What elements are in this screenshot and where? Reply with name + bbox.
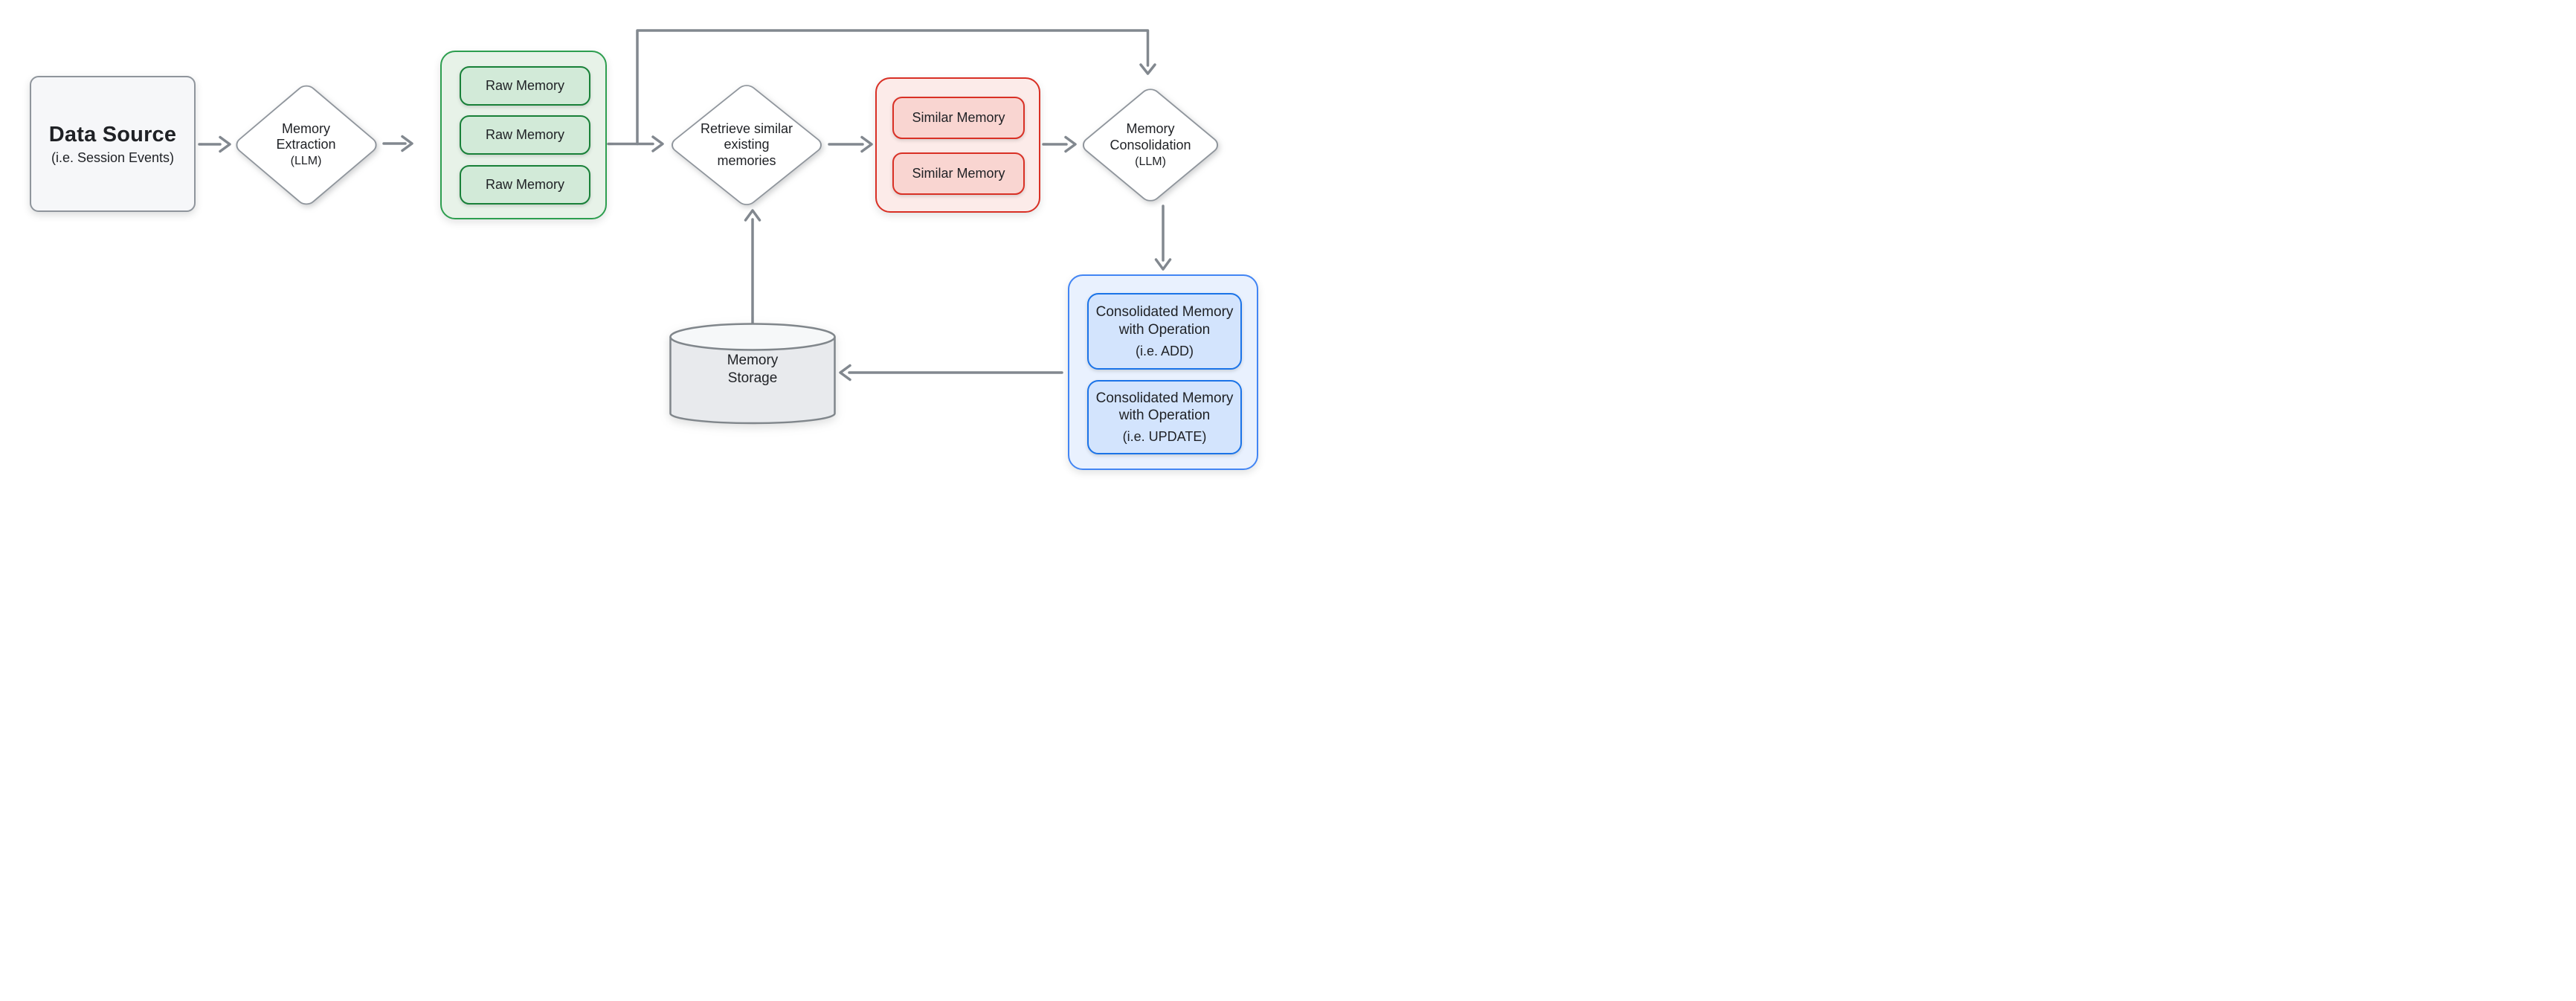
similar-memory-label: Similar Memory bbox=[912, 110, 1005, 125]
consolidated-memory-item: Consolidated Memory with Operation (i.e.… bbox=[1087, 293, 1242, 370]
raw-memory-item: Raw Memory bbox=[460, 115, 590, 155]
memory-consolidation-title: Memory Consolidation bbox=[1110, 121, 1191, 152]
raw-memory-item: Raw Memory bbox=[460, 66, 590, 106]
consolidated-memory-item: Consolidated Memory with Operation (i.e.… bbox=[1087, 380, 1242, 454]
consolidated-memory-title: Consolidated Memory with Operation bbox=[1095, 390, 1234, 423]
group-similar-memories: Similar Memory Similar Memory bbox=[875, 77, 1040, 213]
arrow-rawmemory-to-retrieve bbox=[607, 135, 664, 152]
arrow-storage-to-retrieve bbox=[744, 209, 761, 329]
data-source-subtitle: (i.e. Session Events) bbox=[51, 149, 175, 165]
memory-storage-label: Memory Storage bbox=[727, 353, 779, 386]
raw-memory-label: Raw Memory bbox=[485, 177, 564, 192]
memory-consolidation-subtitle: (LLM) bbox=[1135, 155, 1166, 168]
arrow-consolidated-to-storage bbox=[839, 364, 1063, 382]
memory-extraction-subtitle: (LLM) bbox=[290, 155, 322, 168]
node-memory-extraction: Memory Extraction (LLM) bbox=[231, 81, 381, 208]
data-source-title: Data Source bbox=[48, 122, 177, 147]
raw-memory-label: Raw Memory bbox=[485, 78, 564, 93]
memory-pipeline-diagram: Data Source (i.e. Session Events) Memory… bbox=[0, 0, 1288, 500]
arrow-datasource-to-extraction bbox=[198, 135, 231, 153]
memory-consolidation-label: Memory Consolidation (LLM) bbox=[1081, 87, 1220, 203]
retrieve-memories-label: Retrieve similar existing memories bbox=[669, 83, 824, 207]
arrow-extraction-to-rawmemory bbox=[382, 135, 413, 152]
node-memory-storage bbox=[669, 323, 836, 425]
retrieve-memories-title: Retrieve similar existing memories bbox=[700, 121, 793, 168]
arrow-retrieve-to-similarmemory bbox=[828, 135, 873, 153]
similar-memory-label: Similar Memory bbox=[912, 166, 1005, 181]
arrow-consolidation-to-consolidated bbox=[1154, 205, 1172, 271]
cylinder-top bbox=[669, 323, 836, 351]
memory-extraction-title: Memory Extraction bbox=[276, 120, 336, 152]
node-retrieve-memories: Retrieve similar existing memories bbox=[667, 81, 826, 209]
cylinder-body bbox=[669, 337, 836, 425]
node-memory-consolidation: Memory Consolidation (LLM) bbox=[1078, 85, 1223, 205]
consolidated-memory-title: Consolidated Memory with Operation bbox=[1095, 304, 1234, 338]
raw-memory-label: Raw Memory bbox=[485, 127, 564, 142]
raw-memory-item: Raw Memory bbox=[460, 165, 590, 205]
group-consolidated-memories: Consolidated Memory with Operation (i.e.… bbox=[1068, 274, 1258, 470]
group-raw-memories: Raw Memory Raw Memory Raw Memory bbox=[440, 51, 607, 219]
similar-memory-item: Similar Memory bbox=[892, 152, 1025, 195]
similar-memory-item: Similar Memory bbox=[892, 97, 1025, 139]
node-data-source: Data Source (i.e. Session Events) bbox=[30, 76, 196, 212]
arrow-similarmemory-to-consolidation bbox=[1042, 135, 1077, 153]
memory-extraction-label: Memory Extraction (LLM) bbox=[234, 83, 379, 206]
consolidated-memory-subtitle: (i.e. ADD) bbox=[1135, 343, 1194, 358]
consolidated-memory-subtitle: (i.e. UPDATE) bbox=[1122, 429, 1207, 445]
